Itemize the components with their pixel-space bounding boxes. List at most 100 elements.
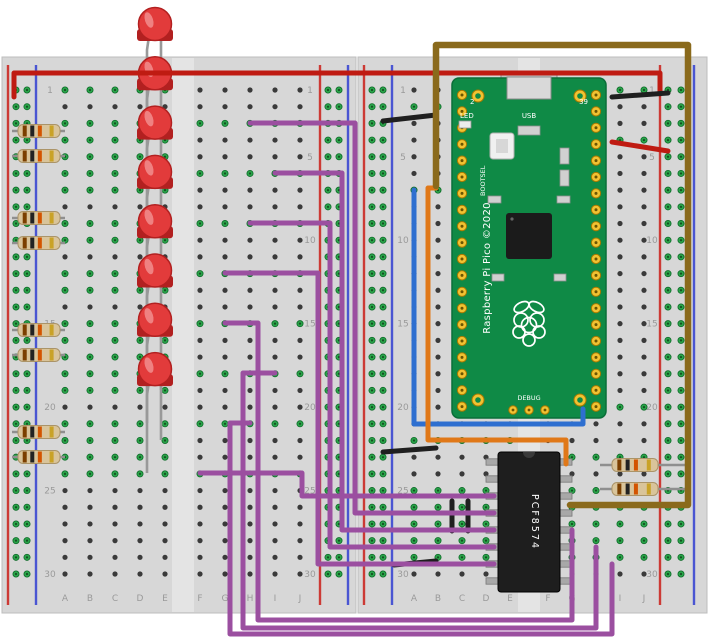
hole: [62, 104, 68, 110]
led-wire-purple-1[interactable]: [247, 120, 497, 516]
hole-core: [679, 422, 683, 425]
hole-core: [460, 539, 464, 542]
led-wire-purple-4[interactable]: [222, 270, 497, 567]
hole-core: [63, 222, 67, 225]
hole: [197, 137, 203, 143]
hole-core: [326, 155, 330, 158]
hole-core: [88, 222, 92, 225]
hole-core: [679, 339, 683, 342]
led-highlight: [144, 258, 154, 275]
hole: [272, 454, 278, 460]
led-wire-purple-3[interactable]: [247, 220, 497, 550]
resistor-band: [30, 237, 35, 249]
resistor-left-3[interactable]: [12, 211, 65, 225]
resistor-band: [22, 237, 27, 249]
hole-core: [666, 105, 670, 108]
hole: [112, 404, 118, 410]
row-label: 30: [44, 570, 56, 580]
gnd-wire-black-top-right[interactable]: [609, 90, 671, 100]
hole: [247, 354, 253, 360]
hole-core: [666, 372, 670, 375]
hole: [411, 471, 417, 477]
led-wire-purple-5[interactable]: [222, 320, 575, 623]
hole: [617, 254, 623, 260]
hole-core: [25, 272, 29, 275]
hole-core: [88, 189, 92, 192]
i2c-wire-orange[interactable]: [425, 185, 569, 467]
hole: [112, 538, 118, 544]
hole-core: [484, 522, 488, 526]
hole-core: [381, 189, 385, 192]
gnd-wire-black-top-left[interactable]: [380, 112, 439, 124]
hole-core: [381, 289, 385, 292]
hole: [87, 254, 93, 260]
hole: [641, 270, 647, 277]
hole-core: [14, 539, 18, 542]
hole-core: [298, 372, 302, 375]
resistor-band: [49, 426, 54, 438]
pico-pin-hole: [460, 388, 464, 392]
col-letter: J: [642, 594, 646, 604]
hole: [569, 437, 575, 444]
hole-core: [666, 556, 670, 559]
resistor-right-1[interactable]: [600, 458, 686, 472]
hole: [569, 471, 575, 477]
hole: [247, 554, 253, 560]
hole: [87, 104, 93, 110]
hole: [272, 287, 278, 293]
resistor-left-2[interactable]: [12, 149, 65, 163]
resistor-left-1[interactable]: [12, 124, 65, 138]
hole-core: [113, 272, 117, 275]
power-wire-red-right[interactable]: [609, 139, 671, 154]
hole-core: [273, 322, 277, 325]
resistor-left-7[interactable]: [12, 425, 65, 439]
pico-pin-hole: [594, 339, 598, 343]
led-wire-purple-2[interactable]: [272, 170, 497, 533]
resistor-band: [30, 150, 35, 162]
resistor-left-8[interactable]: [12, 450, 65, 464]
hole-core: [198, 222, 202, 225]
gnd-wire-black-mid[interactable]: [380, 445, 439, 455]
hole-core: [63, 189, 67, 192]
led-wire-purple-8[interactable]: [197, 470, 497, 499]
hole: [247, 187, 253, 193]
led-wire-purple-7[interactable]: [227, 420, 615, 637]
resistor-left-5[interactable]: [12, 323, 65, 337]
hole: [62, 404, 68, 410]
hole-core: [198, 372, 202, 375]
i2c-wire-blue[interactable]: [411, 187, 586, 427]
hole-core: [163, 155, 167, 158]
hole-core: [370, 172, 374, 175]
led-8[interactable]: [137, 351, 173, 473]
hole: [617, 371, 623, 377]
hole: [247, 304, 253, 310]
hole-core: [679, 189, 683, 192]
hole: [483, 471, 489, 477]
hole: [272, 337, 278, 343]
hole-core: [63, 322, 67, 325]
led-wire-purple-6[interactable]: [240, 370, 599, 631]
resistor-left-6[interactable]: [12, 348, 65, 362]
resistor-right-2[interactable]: [600, 482, 686, 496]
hole: [247, 137, 253, 143]
hole-core: [25, 439, 29, 442]
pcf8574-chip[interactable]: PCF8574: [485, 451, 573, 593]
power-wire-red[interactable]: [11, 70, 663, 100]
led-1[interactable]: [137, 6, 173, 124]
hole-core: [223, 422, 227, 425]
hole-core: [370, 539, 374, 542]
hole-core: [25, 406, 29, 409]
hole-core: [14, 355, 18, 359]
int-wire-brown[interactable]: [432, 41, 692, 509]
resistor-left-4[interactable]: [12, 236, 65, 250]
hole-core: [679, 439, 683, 442]
hole: [62, 571, 68, 577]
hole-core: [666, 456, 670, 459]
hole: [137, 404, 143, 410]
hole: [137, 487, 143, 494]
hole: [247, 87, 253, 93]
hole-core: [370, 339, 374, 342]
hole-core: [381, 489, 385, 492]
led-dome: [137, 253, 173, 288]
